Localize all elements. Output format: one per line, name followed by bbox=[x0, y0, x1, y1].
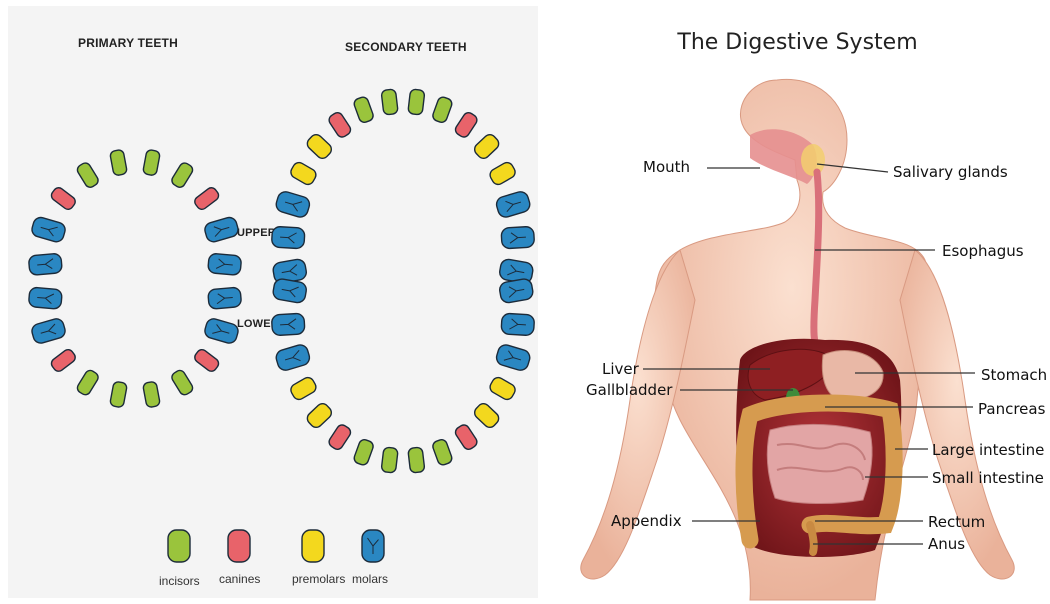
secondary-upper-tooth-premolars bbox=[488, 160, 517, 186]
secondary-lower-tooth-incisors bbox=[353, 438, 375, 466]
secondary-lower-tooth-incisors bbox=[381, 447, 398, 473]
secondary-upper-tooth-canines bbox=[453, 111, 479, 140]
legend-molars-icon bbox=[362, 530, 384, 562]
primary-upper-tooth-incisors bbox=[143, 149, 161, 176]
secondary-upper-tooth-incisors bbox=[353, 96, 375, 124]
secondary-lower-tooth-premolars bbox=[488, 375, 517, 401]
secondary-upper-tooth-incisors bbox=[431, 96, 453, 124]
primary-upper-tooth-canines bbox=[193, 186, 221, 212]
label-rectum: Rectum bbox=[928, 513, 985, 531]
primary-upper-tooth-molars bbox=[28, 253, 62, 275]
label-esophagus: Esophagus bbox=[942, 242, 1024, 260]
label-pancreas: Pancreas bbox=[978, 400, 1045, 418]
secondary-upper-tooth-molars bbox=[271, 226, 305, 249]
label-gallbladder: Gallbladder bbox=[586, 381, 672, 399]
legend-premolars-label: premolars bbox=[292, 572, 345, 586]
primary-lower-tooth-canines bbox=[49, 348, 77, 374]
label-mouth: Mouth bbox=[643, 158, 690, 176]
primary-upper-tooth-molars bbox=[203, 216, 240, 244]
legend-canines-label: canines bbox=[219, 572, 260, 586]
legend-premolars-icon bbox=[302, 530, 324, 562]
secondary-lower-tooth-premolars bbox=[305, 401, 334, 430]
legend-molars-label: molars bbox=[352, 572, 388, 586]
legend-incisors-label: incisors bbox=[159, 574, 200, 588]
secondary-lower-tooth-molars bbox=[501, 313, 535, 336]
legend-canines-icon bbox=[228, 530, 250, 562]
label-appendix: Appendix bbox=[611, 512, 682, 530]
secondary-lower-tooth-incisors bbox=[408, 447, 425, 473]
primary-lower-tooth-molars bbox=[208, 287, 242, 309]
primary-lower-tooth-incisors bbox=[143, 381, 161, 408]
label-large-intestine: Large intestine bbox=[932, 441, 1044, 459]
secondary-upper-tooth-molars bbox=[274, 190, 311, 219]
secondary-upper-tooth-canines bbox=[327, 111, 353, 140]
secondary-upper-tooth-premolars bbox=[305, 132, 334, 161]
digestive-system-panel: The Digestive System bbox=[545, 0, 1050, 604]
secondary-lower-tooth-molars bbox=[495, 343, 532, 372]
secondary-upper-tooth-molars bbox=[495, 190, 532, 219]
secondary-lower-tooth-premolars bbox=[289, 375, 318, 401]
secondary-upper-tooth-premolars bbox=[472, 132, 501, 161]
secondary-lower-tooth-molars bbox=[272, 278, 308, 304]
label-small-intestine: Small intestine bbox=[932, 469, 1044, 487]
secondary-upper-tooth-molars bbox=[501, 226, 535, 249]
secondary-lower-tooth-incisors bbox=[431, 438, 453, 466]
primary-lower-tooth-molars bbox=[203, 317, 240, 345]
secondary-upper-tooth-incisors bbox=[408, 89, 425, 115]
primary-upper-tooth-incisors bbox=[75, 161, 100, 189]
secondary-lower-tooth-molars bbox=[498, 278, 534, 304]
primary-lower-tooth-molars bbox=[30, 317, 67, 345]
secondary-lower-tooth-canines bbox=[453, 423, 479, 452]
teeth-diagram-panel: PRIMARY TEETH SECONDARY TEETH UPPER LOWE… bbox=[8, 6, 538, 598]
primary-lower-tooth-incisors bbox=[110, 381, 128, 408]
primary-upper-tooth-incisors bbox=[110, 149, 128, 176]
secondary-lower-tooth-canines bbox=[327, 423, 353, 452]
rectum-shape bbox=[810, 525, 814, 552]
teeth-arches bbox=[8, 6, 538, 598]
primary-lower-tooth-molars bbox=[28, 287, 62, 309]
primary-upper-tooth-molars bbox=[30, 216, 67, 244]
primary-lower-tooth-incisors bbox=[75, 369, 100, 397]
label-liver: Liver bbox=[602, 360, 639, 378]
primary-upper-tooth-molars bbox=[208, 253, 242, 275]
secondary-lower-tooth-premolars bbox=[472, 401, 501, 430]
secondary-lower-tooth-molars bbox=[274, 343, 311, 372]
primary-lower-tooth-canines bbox=[193, 348, 221, 374]
secondary-upper-tooth-incisors bbox=[381, 89, 398, 115]
label-salivary-glands: Salivary glands bbox=[893, 163, 1008, 181]
primary-upper-tooth-canines bbox=[49, 186, 77, 212]
secondary-lower-tooth-molars bbox=[271, 313, 305, 336]
primary-upper-tooth-incisors bbox=[170, 161, 195, 189]
secondary-upper-tooth-premolars bbox=[289, 160, 318, 186]
legend-incisors-icon bbox=[168, 530, 190, 562]
label-stomach: Stomach bbox=[981, 366, 1047, 384]
primary-lower-tooth-incisors bbox=[170, 369, 195, 397]
small-intestine-shape bbox=[767, 424, 872, 503]
salivary-gland-shape bbox=[801, 144, 825, 176]
label-anus: Anus bbox=[928, 535, 965, 553]
